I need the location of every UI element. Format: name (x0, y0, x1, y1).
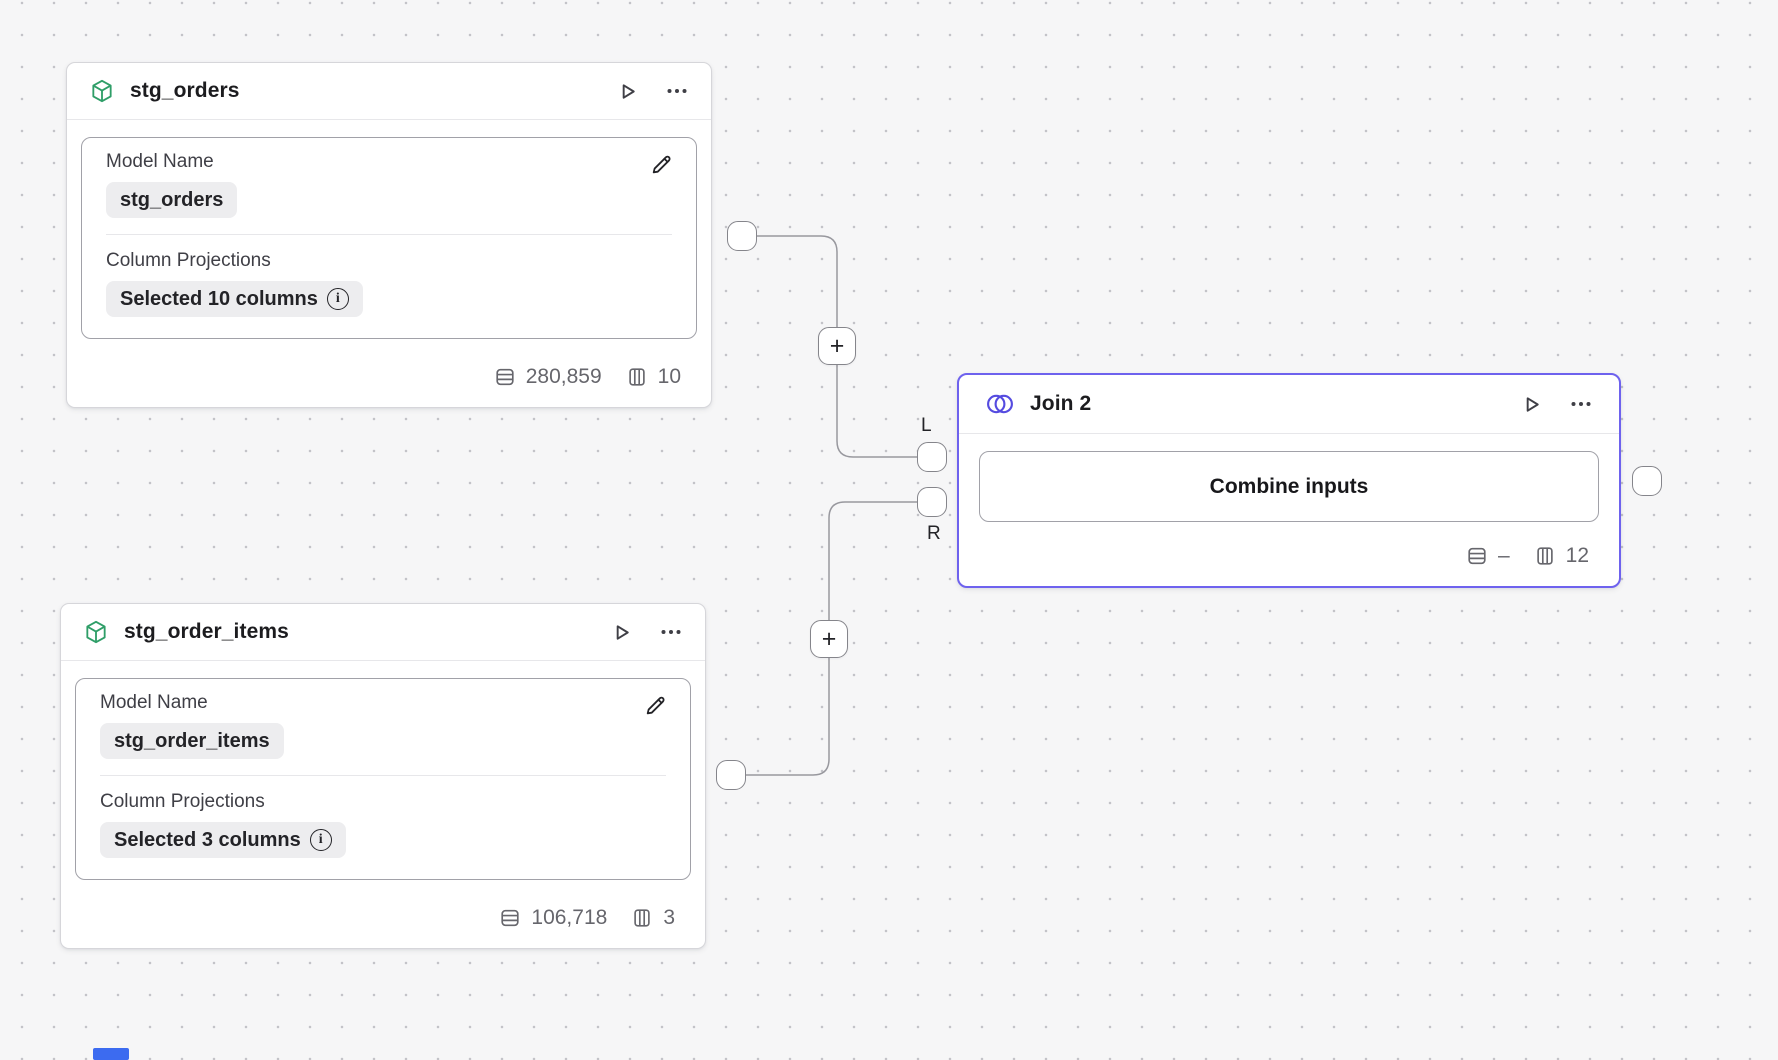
node-menu-button[interactable] (1569, 392, 1593, 416)
model-name-value: stg_order_items (114, 730, 270, 752)
node-stg-orders[interactable]: stg_orders Model Name stg_orders Column … (66, 62, 712, 408)
row-count: 106,718 (531, 906, 608, 929)
node-title: Join 2 (1030, 392, 1092, 415)
port-join-right-input[interactable] (917, 487, 947, 517)
divider (67, 119, 711, 120)
node-config-card[interactable]: Model Name stg_orders Column Projections… (81, 137, 697, 339)
column-projections-badge[interactable]: Selected 10 columns i (106, 281, 363, 317)
row-count: 280,859 (525, 365, 602, 388)
node-config-card[interactable]: Model Name stg_order_items Column Projec… (75, 678, 691, 880)
run-node-button[interactable] (610, 621, 633, 644)
row-count: – (1497, 544, 1510, 567)
offscreen-node-fragment[interactable] (93, 1048, 129, 1060)
port-stg-order-items-output[interactable] (716, 760, 746, 790)
row-count-icon (494, 366, 516, 388)
edit-icon[interactable] (649, 152, 674, 177)
node-stats: 106,718 3 (499, 900, 675, 936)
model-name-label: Model Name (106, 151, 214, 172)
join-left-port-label: L (921, 415, 932, 436)
row-count-icon (1466, 545, 1488, 567)
node-menu-button[interactable] (659, 620, 683, 644)
divider (100, 775, 666, 776)
node-menu-button[interactable] (665, 79, 689, 103)
column-projections-value: Selected 3 columns (114, 829, 301, 851)
column-projections-label: Column Projections (106, 250, 271, 271)
divider (61, 660, 705, 661)
run-node-button[interactable] (1520, 393, 1543, 416)
column-count: 12 (1565, 544, 1589, 567)
join-icon (985, 392, 1015, 416)
model-cube-icon (83, 619, 109, 645)
model-name-label: Model Name (100, 692, 208, 713)
column-count: 10 (657, 365, 681, 388)
column-projections-label: Column Projections (100, 791, 265, 812)
divider (106, 234, 672, 235)
column-projections-value: Selected 10 columns (120, 288, 318, 310)
port-stg-orders-output[interactable] (727, 221, 757, 251)
info-icon[interactable]: i (309, 829, 332, 851)
run-node-button[interactable] (616, 80, 639, 103)
column-count-icon (631, 907, 653, 929)
node-stats: 280,859 10 (494, 359, 681, 395)
join-right-port-label: R (927, 523, 941, 544)
edit-icon[interactable] (643, 693, 668, 718)
node-title: stg_orders (130, 79, 240, 102)
column-count-icon (1534, 545, 1556, 567)
model-cube-icon (89, 78, 115, 104)
model-name-value: stg_orders (120, 189, 224, 211)
node-stg-order-items[interactable]: stg_order_items Model Name stg_order_ite… (60, 603, 706, 949)
node-join-2[interactable]: Join 2 Combine inputs – 12 (957, 373, 1621, 588)
column-count: 3 (663, 906, 675, 929)
row-count-icon (499, 907, 521, 929)
node-header: Join 2 (959, 375, 1619, 433)
node-title: stg_order_items (124, 620, 289, 643)
combine-inputs-button[interactable]: Combine inputs (979, 451, 1599, 522)
divider (959, 433, 1619, 434)
node-header: stg_order_items (61, 604, 705, 660)
node-header: stg_orders (67, 63, 711, 119)
info-icon[interactable]: i (326, 288, 349, 310)
add-step-button-bottom-wire[interactable]: + (810, 620, 848, 658)
add-step-button-top-wire[interactable]: + (818, 327, 856, 365)
port-join-output[interactable] (1632, 466, 1662, 496)
column-count-icon (626, 366, 648, 388)
model-name-badge: stg_order_items (100, 723, 284, 759)
column-projections-badge[interactable]: Selected 3 columns i (100, 822, 346, 858)
node-stats: – 12 (1466, 538, 1589, 574)
port-join-left-input[interactable] (917, 442, 947, 472)
model-name-badge: stg_orders (106, 182, 238, 218)
